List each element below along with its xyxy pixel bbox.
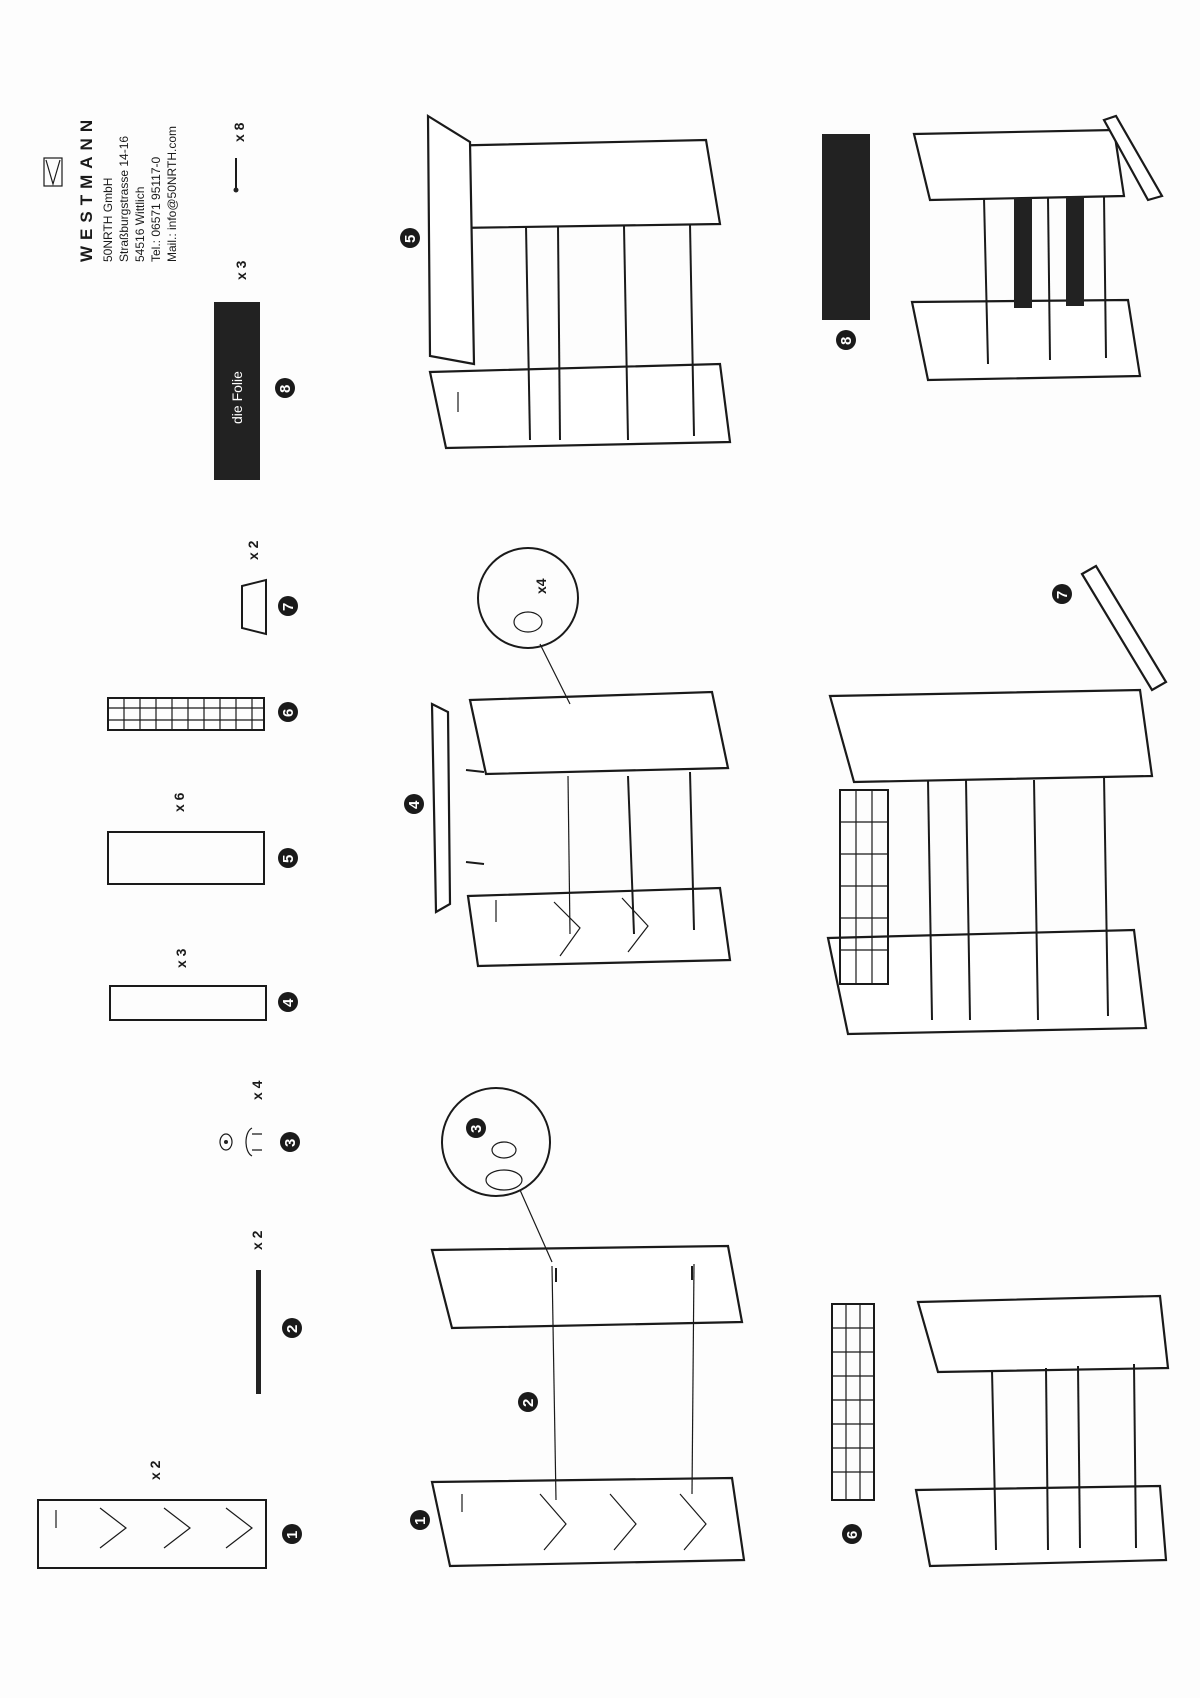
- screw-qty: x 8: [231, 122, 247, 142]
- part-5-panel: x 6 5: [107, 792, 298, 885]
- part-1-badge: [282, 1524, 302, 1544]
- step-1-badge-2: [518, 1392, 538, 1412]
- step-1-drawing: 3 2 1: [410, 1087, 746, 1568]
- part-4-badge: [278, 992, 298, 1012]
- company-city: 54516 Wittlich: [133, 187, 147, 262]
- part-1-number: 1: [284, 1531, 301, 1539]
- company-name: 50NRTH GmbH: [101, 178, 115, 262]
- part-3-number: 3: [282, 1139, 299, 1147]
- step-4-drawing: 6: [831, 1294, 1170, 1568]
- foil-label: die Folie: [229, 371, 245, 424]
- step-2-side-panel: [466, 886, 732, 968]
- part-6-grid-panel: 6: [107, 697, 298, 731]
- step-5-drawing: 7: [826, 564, 1168, 1036]
- part-1-qty: x 2: [147, 1460, 163, 1480]
- step-3-back-panel: [434, 138, 722, 230]
- part-8-qty: x 3: [233, 260, 249, 280]
- step-6-badge: [836, 330, 856, 350]
- company-street: Straßburgstrasse 14-16: [117, 136, 131, 262]
- company-tel: Tel.: 06571 95117-0: [149, 156, 163, 262]
- step-4-grid-panel: [831, 1303, 875, 1501]
- step-3-drawing: 5: [400, 114, 732, 450]
- part-4-number: 4: [280, 998, 297, 1007]
- step-5-grid-panel: [839, 789, 889, 985]
- brand-block: WESTMANN 50NRTH GmbH Straßburgstrasse 14…: [43, 114, 179, 262]
- westmann-logo-icon: [43, 157, 63, 187]
- step-3-badge-number: 5: [402, 235, 419, 243]
- step-1-back-panel: [430, 1244, 744, 1330]
- part-1-side-panel: x 2 1: [37, 1460, 302, 1569]
- part-4-qty: x 3: [173, 948, 189, 968]
- brand-name: WESTMANN: [77, 114, 96, 262]
- part-7-number: 7: [280, 603, 297, 611]
- step-2-back-panel: [468, 690, 730, 776]
- step-6-trapezoid-part: [1102, 114, 1164, 202]
- step-3-badge: [400, 228, 420, 248]
- part-8-badge: [275, 378, 295, 398]
- step-6-back-panel: [912, 128, 1126, 202]
- part-5-number: 5: [280, 855, 297, 863]
- step-2-badge-number: 4: [406, 800, 423, 809]
- step-2-badge: [404, 794, 424, 814]
- step-1-side-panel: [430, 1476, 746, 1568]
- step-2-detail-qty: x4: [533, 578, 549, 594]
- step-4-badge: [842, 1524, 862, 1544]
- foil-strip: [214, 302, 260, 480]
- step-1-badge-2-number: 2: [520, 1399, 537, 1407]
- part-5-qty: x 6: [171, 792, 187, 812]
- part-4-shelf: x 3 4: [109, 948, 298, 1021]
- part-2-badge: [282, 1318, 302, 1338]
- step-5-badge: [1052, 584, 1072, 604]
- step-5-badge-number: 7: [1054, 591, 1071, 599]
- part-6-number: 6: [280, 709, 297, 717]
- company-mail: Mail.: info@50NRTH.com: [165, 126, 179, 262]
- part-7-qty: x 2: [245, 540, 261, 560]
- part-6-badge: [278, 702, 298, 722]
- part-8-number: 8: [277, 385, 294, 393]
- step-6-foil: [822, 134, 870, 320]
- step-1-badge-1: [410, 1510, 430, 1530]
- part-5-badge: [278, 848, 298, 868]
- step-5-back-panel: [828, 688, 1154, 784]
- part-2-qty: x 2: [249, 1230, 265, 1250]
- step-2-cam-detail-circle: [477, 547, 579, 649]
- step-1-badge-3: [466, 1118, 486, 1138]
- part-3-qty: x 4: [249, 1080, 265, 1100]
- step-6-side-panel: [910, 298, 1142, 382]
- part-7-badge: [278, 596, 298, 616]
- screw-part: x 8: [231, 122, 247, 193]
- step-4-back-panel: [916, 1294, 1170, 1374]
- part-2-number: 2: [284, 1325, 301, 1333]
- step-2-drawing: x4 4: [404, 547, 732, 968]
- step-6-drawing: 8: [822, 114, 1164, 382]
- part-8-foil: die Folie x 3 8: [214, 260, 295, 480]
- step-5-trapezoid-part: [1080, 564, 1168, 692]
- step-3-front-panel: [426, 114, 476, 366]
- step-2-shelf: [430, 702, 452, 914]
- part-3-badge: [280, 1132, 300, 1152]
- part-2-rod: x 2 2: [249, 1230, 302, 1394]
- step-3-side-panel: [428, 362, 732, 450]
- step-4-badge-number: 6: [844, 1531, 861, 1539]
- cam-detail-circle: [441, 1087, 551, 1197]
- step-5-side-panel: [826, 928, 1148, 1036]
- step-6-badge-number: 8: [838, 337, 855, 345]
- step-4-side-panel: [914, 1484, 1168, 1568]
- part-3-cam-lock: x 4 3: [219, 1080, 300, 1157]
- step-1-badge-1-number: 1: [412, 1517, 429, 1525]
- part-7-trapezoid: x 2 7: [241, 540, 298, 636]
- step-1-badge-3-number: 3: [468, 1125, 485, 1133]
